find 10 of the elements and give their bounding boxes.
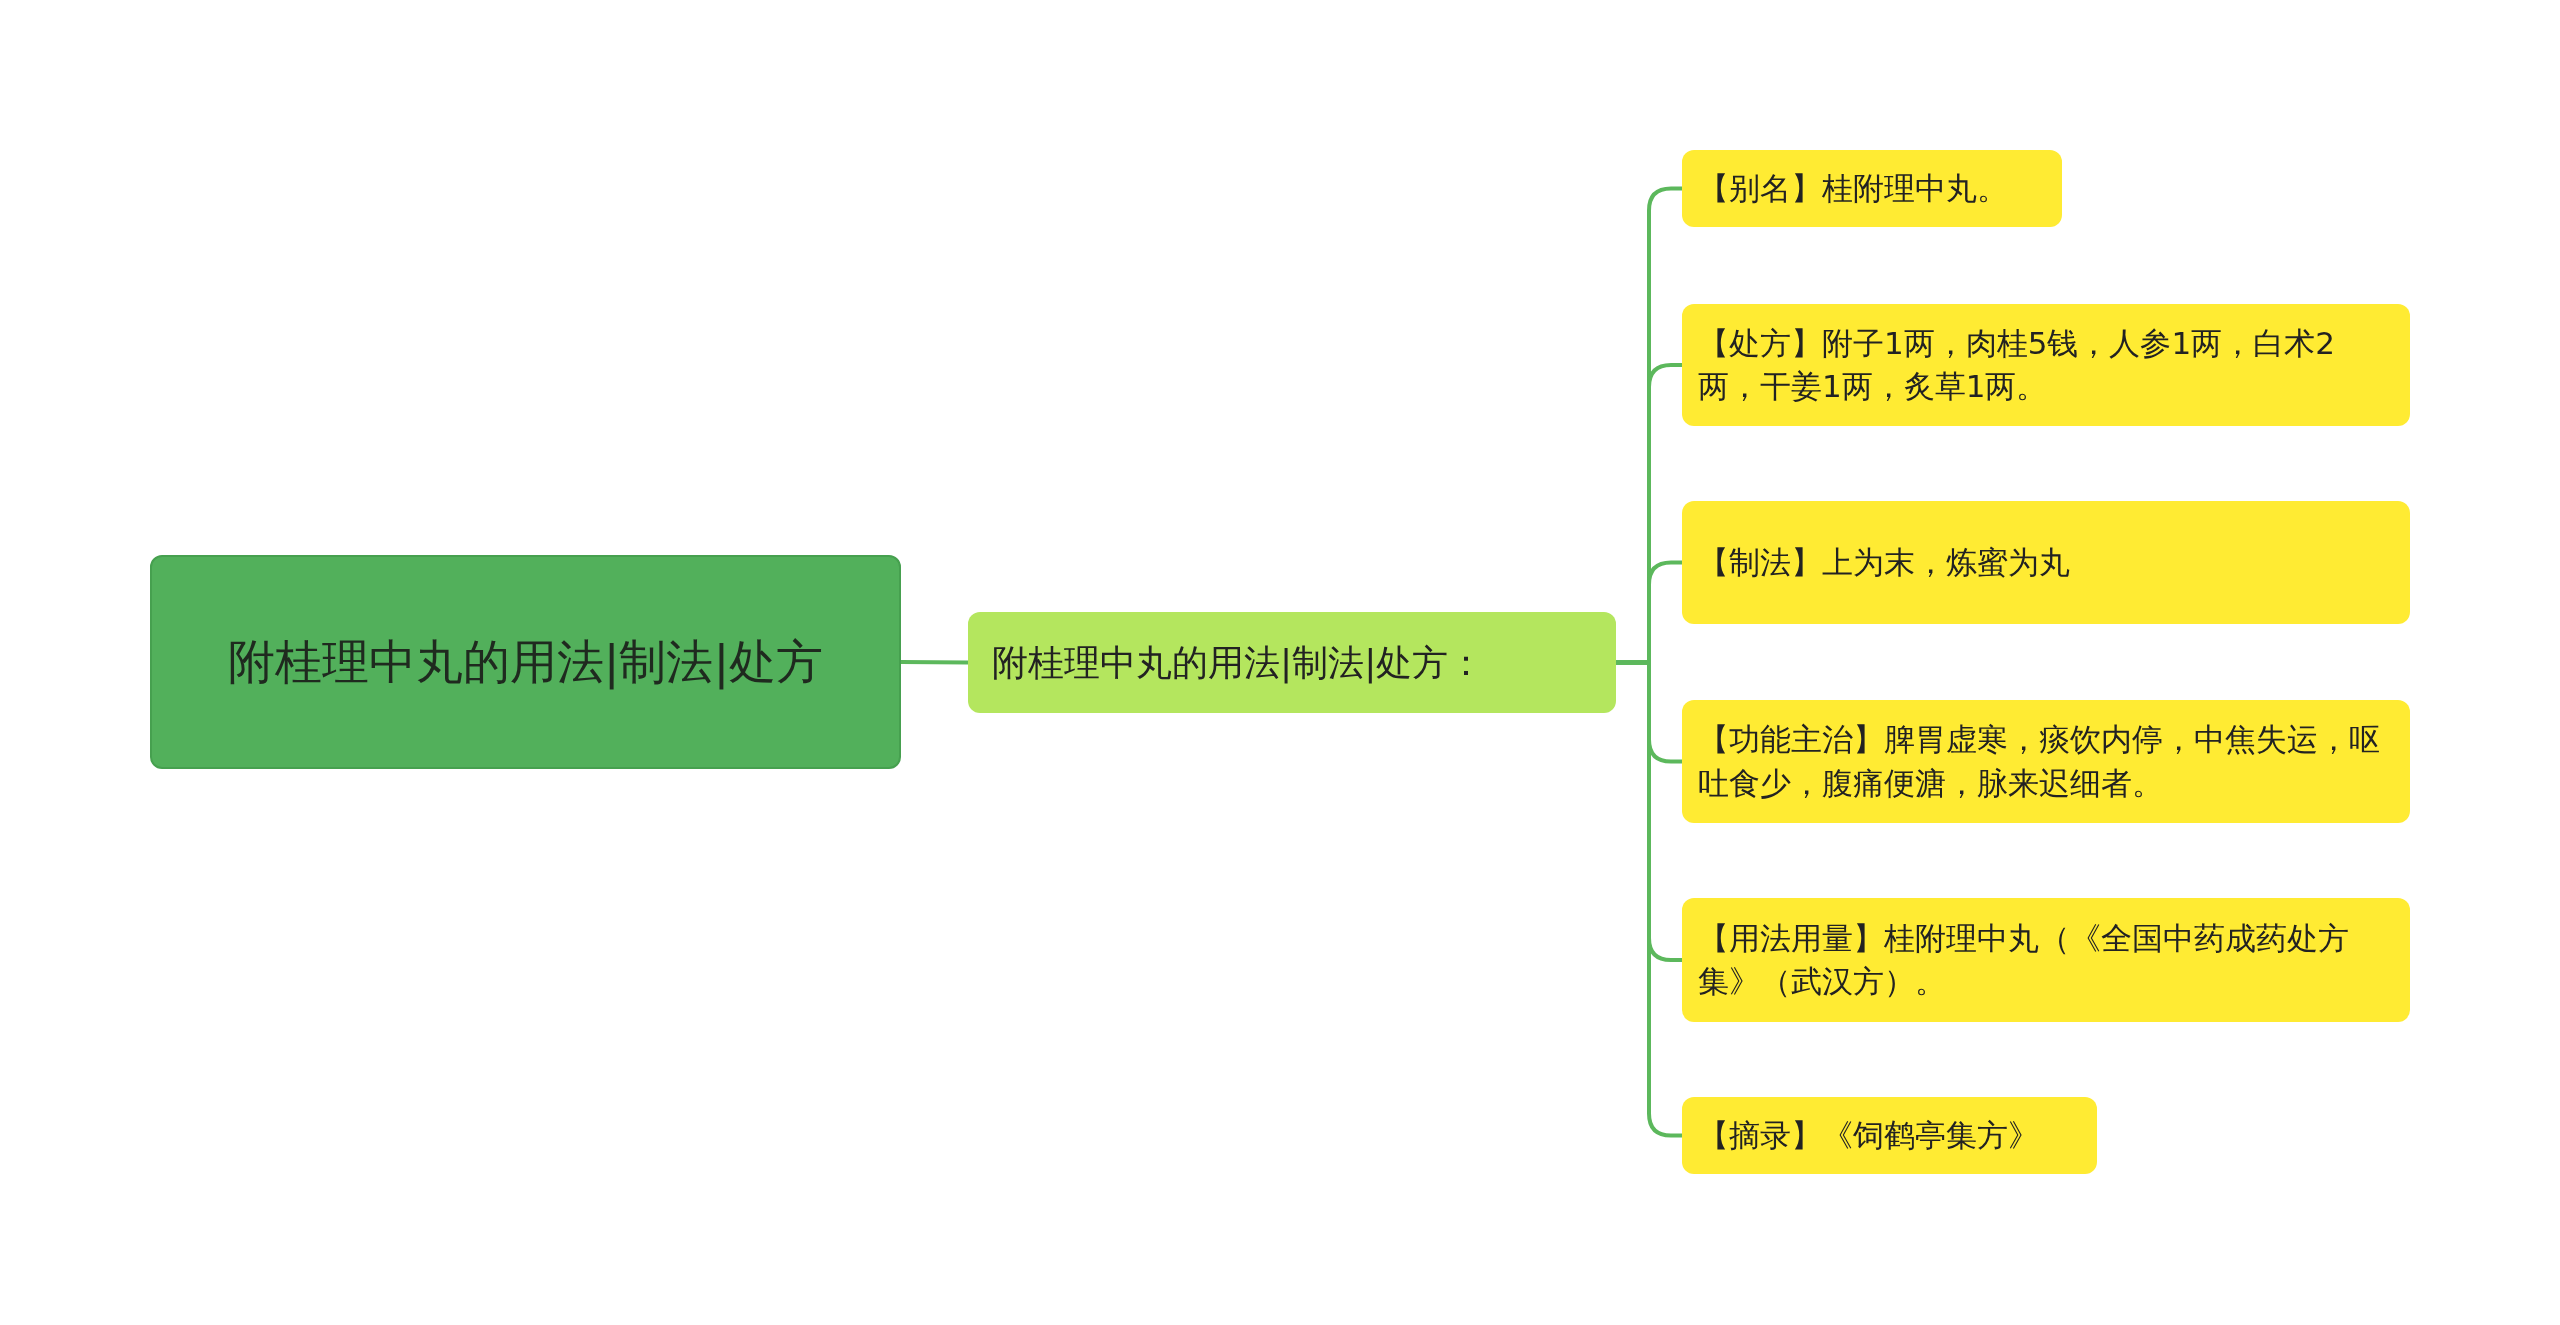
leaf-topic-box: 【摘录】《饲鹤亭集方》 xyxy=(1682,1097,2097,1174)
leaf-topic-box: 【处方】附子1两，肉桂5钱，人参1两，白术2两，干姜1两，炙草1两。 xyxy=(1682,304,2410,426)
leaf-topic-box: 【别名】桂附理中丸。 xyxy=(1682,150,2062,227)
root-topic-box: 附桂理中丸的用法|制法|处方 xyxy=(150,555,901,769)
leaf-topic-box: 【制法】上为末，炼蜜为丸 xyxy=(1682,501,2410,624)
leaf-topic-box: 【功能主治】脾胃虚寒，痰饮内停，中焦失运，呕吐食少，腹痛便溏，脉来迟细者。 xyxy=(1682,700,2410,823)
connector-line xyxy=(1616,660,1682,1138)
subtopic-box: 附桂理中丸的用法|制法|处方： xyxy=(968,612,1616,713)
leaf-topic-box: 【用法用量】桂附理中丸（《全国中药成药处方集》（武汉方）。 xyxy=(1682,898,2410,1022)
connector-line xyxy=(901,660,968,665)
